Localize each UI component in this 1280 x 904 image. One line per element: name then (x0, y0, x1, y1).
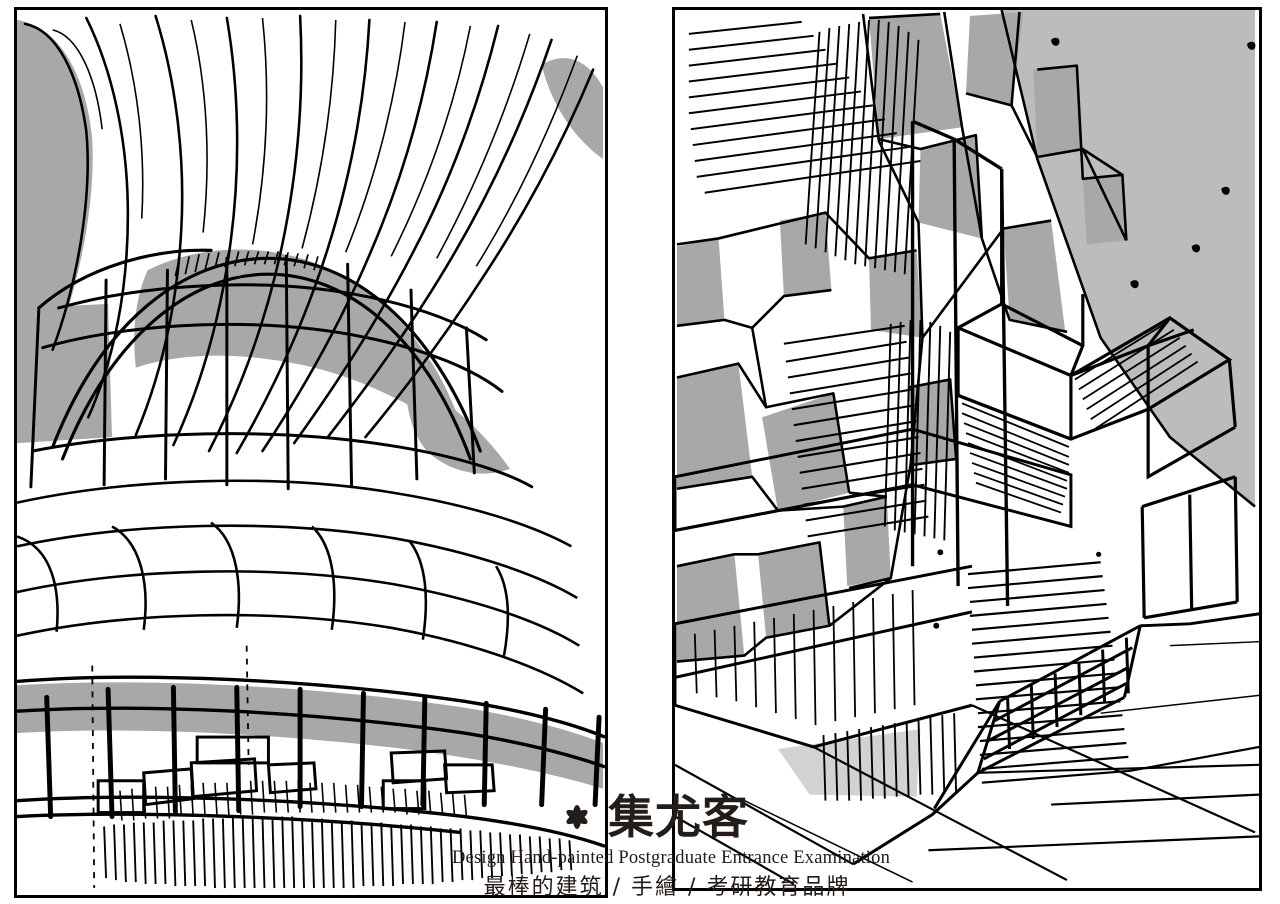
right-tower-structure (910, 119, 1010, 606)
left-dome-structure (37, 248, 482, 461)
left-vault-secondary (52, 17, 579, 267)
right-mid-deck (675, 427, 1073, 532)
right-paving-lines-light (743, 640, 1259, 883)
right-hatch-top-left (688, 20, 921, 194)
right-plaza-hatch (693, 590, 916, 726)
left-mullion-grid (29, 254, 534, 491)
right-base-columns (1140, 475, 1239, 620)
right-roof-hatch (1074, 321, 1199, 430)
left-ground-columns (44, 684, 602, 820)
left-floor-curves (17, 479, 584, 695)
right-detail-dots (933, 549, 1102, 629)
right-paving-lines (675, 704, 1259, 885)
right-facet-lines (676, 10, 1256, 663)
right-stair-rails (852, 612, 1259, 866)
panel-right-exterior-sketch (672, 7, 1262, 891)
right-gray-facets (676, 11, 1127, 662)
panel-left-interior-sketch (14, 7, 608, 898)
left-sketch-canvas (17, 10, 605, 895)
left-dashed-guides (91, 645, 250, 889)
right-bird-marks (1051, 37, 1256, 289)
left-vault-ribs (23, 14, 595, 455)
left-floor-reflection-hatch-short (119, 780, 468, 821)
left-floor-reflection-hatch (103, 816, 573, 889)
right-staircase (976, 624, 1142, 775)
right-sketch-canvas (675, 10, 1259, 888)
